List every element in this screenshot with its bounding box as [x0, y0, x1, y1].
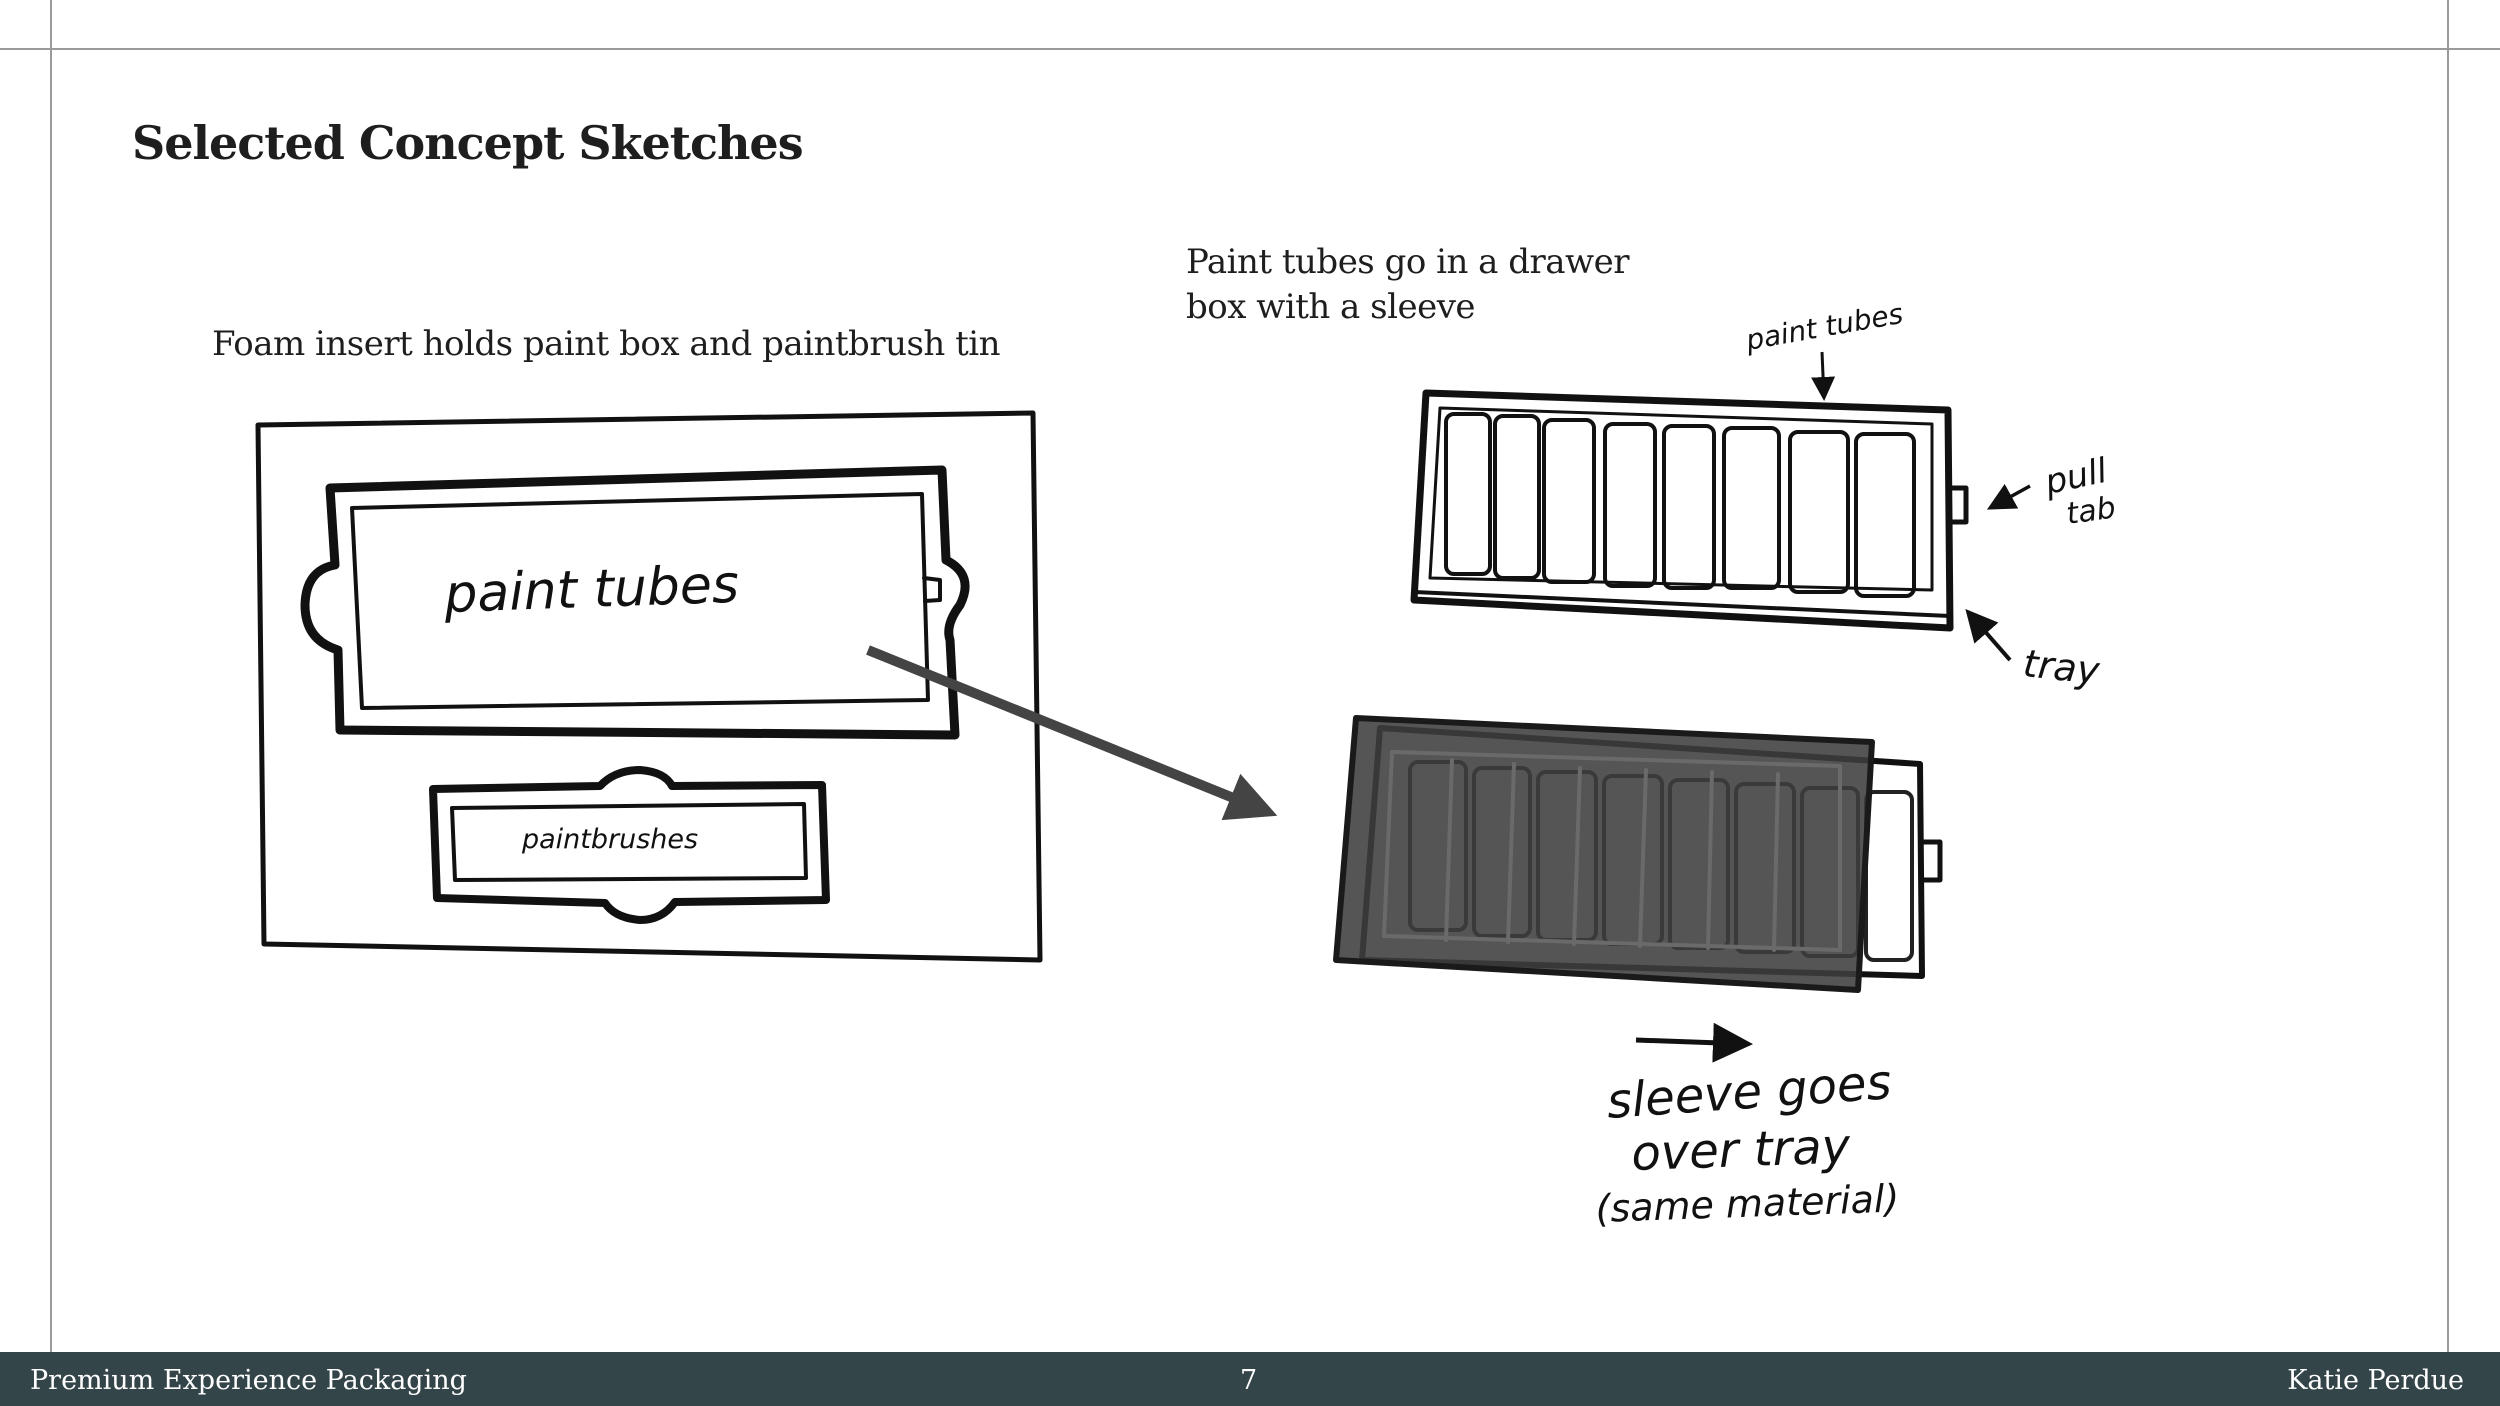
- arrow-pull-tab: [1986, 483, 2031, 510]
- sleeve: [1333, 715, 1875, 993]
- paintbrush-tin-inner: [450, 802, 808, 882]
- note-sleeve-line1: sleeve goes: [1605, 1054, 1893, 1130]
- caption-drawer-box: Paint tubes go in a drawer box with a sl…: [1186, 240, 1706, 330]
- tray-bottom-edge: [1412, 590, 1952, 618]
- label-tab: tab: [2064, 490, 2118, 532]
- slide-title: Selected Concept Sketches: [132, 116, 804, 170]
- label-paintbrushes: paintbrushes: [521, 824, 698, 855]
- arrow-tray: [1965, 608, 2012, 662]
- footer-presentation-title: Premium Experience Packaging: [30, 1365, 467, 1396]
- guide-top: [0, 48, 2500, 50]
- tray-behind-pull-tab: [1919, 839, 1943, 883]
- caption-foam-insert: Foam insert holds paint box and paintbru…: [212, 324, 1001, 364]
- footer-bar: Premium Experience Packaging 7 Katie Per…: [0, 1352, 2500, 1406]
- paint-box-tab: [922, 576, 942, 603]
- label-paint-tubes-right: paint tubes: [1743, 297, 1906, 357]
- tray-paint-tubes: [1444, 412, 1916, 598]
- foam-insert-sketch: [255, 410, 1043, 963]
- foam-insert-outline: [255, 410, 1043, 963]
- guide-left: [50, 0, 52, 1352]
- label-tray: tray: [2021, 641, 2102, 693]
- arrow-sleeve-direction: [1635, 1022, 1753, 1063]
- footer-page-number: 7: [1240, 1365, 1258, 1396]
- caption-drawer-box-line1: Paint tubes go in a drawer: [1186, 242, 1630, 282]
- paint-box-inner: [350, 492, 930, 710]
- caption-drawer-box-line2: box with a sleeve: [1186, 287, 1476, 327]
- footer-author: Katie Perdue: [2287, 1365, 2464, 1396]
- drawer-tray-sketch: [1410, 389, 1969, 632]
- note-sleeve-line2: over tray: [1630, 1118, 1851, 1182]
- concept-sketches: paint tubes paintbrushes paint tubes pul…: [255, 297, 2118, 1231]
- tray-inner: [1428, 406, 1934, 592]
- guide-right: [2447, 0, 2449, 1352]
- paintbrush-tin-cutout: [429, 766, 830, 924]
- drawer-with-sleeve-sketch: [1333, 715, 1943, 993]
- sleeve-tube-outlines: [1382, 750, 1842, 952]
- note-sleeve-line3: (same material): [1595, 1176, 1900, 1231]
- arrow-paint-tubes: [1811, 351, 1836, 401]
- tray-pull-tab: [1947, 485, 1969, 525]
- tray-outline: [1410, 389, 1954, 632]
- label-paint-tubes-left: paint tubes: [442, 555, 740, 625]
- paint-box-cutout: [300, 465, 970, 740]
- connector-arrow: [866, 645, 1278, 821]
